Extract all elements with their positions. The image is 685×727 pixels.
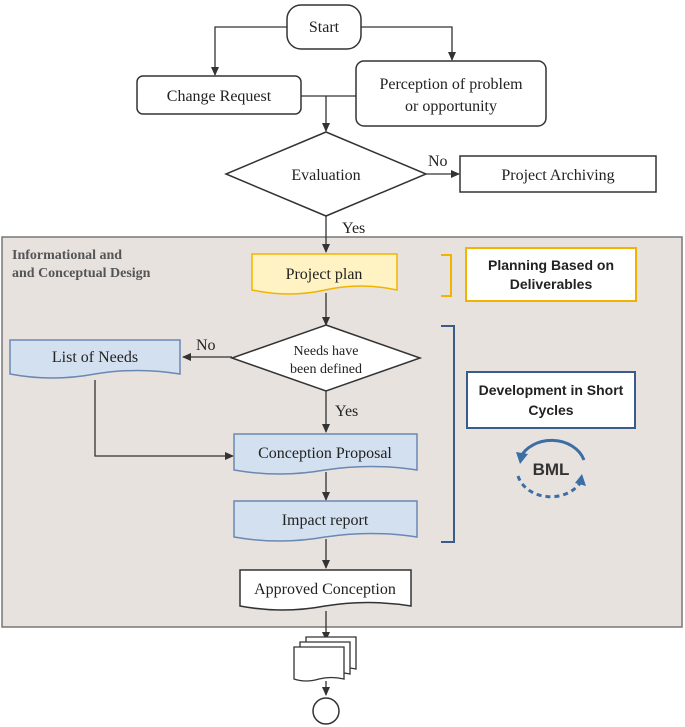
- evaluation-no-label: No: [428, 153, 448, 170]
- project-archiving-label: Project Archiving: [501, 167, 614, 184]
- perception-label-line-1: Perception of problem: [379, 76, 523, 93]
- conception-proposal-label: Conception Proposal: [258, 445, 392, 462]
- document-stack-icon: [293, 636, 357, 682]
- development-bracket: [441, 325, 455, 543]
- planning-bracket: [441, 254, 452, 297]
- conception-proposal-document: [233, 433, 418, 475]
- perception-label-line-2: or opportunity: [405, 98, 497, 115]
- start-node: [286, 4, 362, 50]
- needs-yes-label: Yes: [335, 403, 358, 420]
- evaluation-label: Evaluation: [291, 167, 360, 184]
- section-title-line-2: and Conceptual Design: [12, 266, 151, 281]
- project-plan-document: [251, 253, 398, 295]
- planning-based-box: [465, 247, 637, 302]
- change-request-box: [136, 75, 302, 115]
- evaluation-decision: [224, 131, 428, 217]
- needs-defined-decision: [229, 324, 423, 392]
- connectors: [94, 26, 460, 696]
- change-request-label: Change Request: [167, 88, 272, 105]
- list-of-needs-label: List of Needs: [52, 349, 138, 366]
- project-archiving-box: [459, 155, 657, 193]
- perception-box: [355, 60, 547, 127]
- section-title-line-1: Informational and: [12, 248, 122, 263]
- needs-defined-line-2: been defined: [290, 362, 362, 377]
- bml-cycle-icon: BML: [516, 438, 586, 499]
- end-circle-icon: [312, 697, 340, 725]
- approved-conception-label: Approved Conception: [254, 581, 396, 598]
- needs-defined-line-1: Needs have: [294, 344, 359, 359]
- planning-based-line-1: Planning Based on: [488, 257, 614, 273]
- bml-label: BML: [533, 460, 570, 479]
- impact-report-label: Impact report: [282, 512, 369, 529]
- list-of-needs-document: [9, 339, 181, 379]
- planning-based-line-2: Deliverables: [510, 276, 593, 292]
- project-plan-label: Project plan: [286, 266, 363, 283]
- needs-no-label: No: [196, 337, 216, 354]
- evaluation-yes-label: Yes: [342, 220, 365, 237]
- start-label: Start: [309, 19, 340, 36]
- development-line-2: Cycles: [528, 402, 573, 418]
- development-box: [466, 371, 636, 429]
- development-line-1: Development in Short: [479, 382, 624, 398]
- impact-report-document: [233, 500, 418, 542]
- approved-conception-document: [239, 569, 412, 611]
